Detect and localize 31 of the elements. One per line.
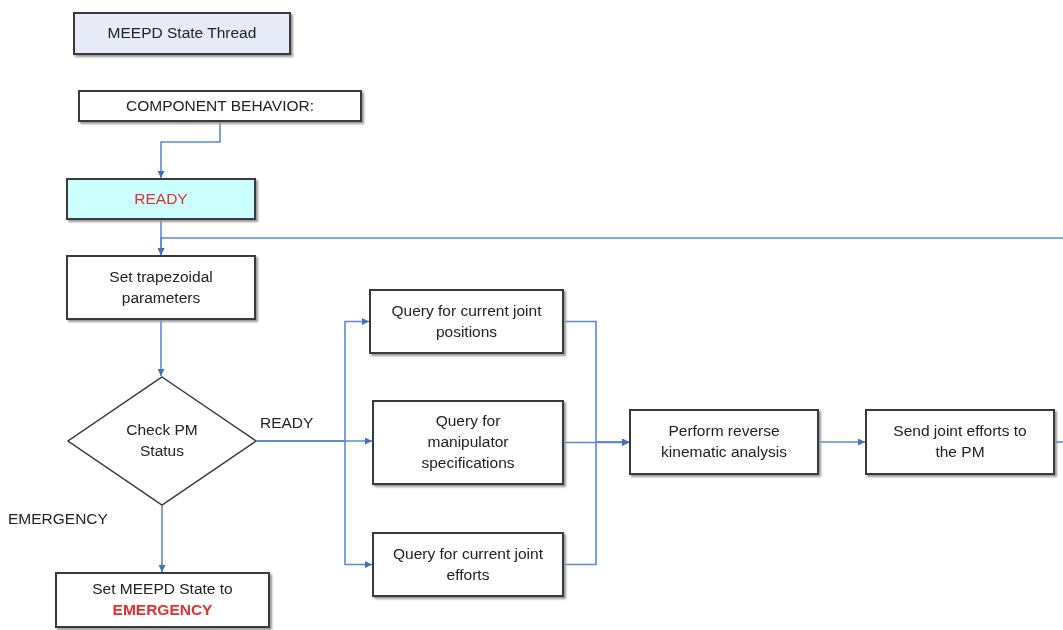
arrow xyxy=(563,438,630,566)
process-box xyxy=(865,409,1055,475)
process-box xyxy=(66,255,256,320)
node-text: Query for current joint positions xyxy=(391,300,542,342)
node-text: Set MEEPD State to xyxy=(92,579,233,600)
node-text: Query for current joint efforts xyxy=(393,543,543,585)
node-text: Query for manipulator specifications xyxy=(420,411,516,473)
title-box xyxy=(73,12,291,55)
process-box xyxy=(55,572,270,628)
process-box xyxy=(78,90,362,122)
process-box xyxy=(372,400,564,485)
arrow xyxy=(818,438,866,446)
arrow xyxy=(157,237,1063,256)
arrow xyxy=(158,505,166,573)
state-name: EMERGENCY xyxy=(112,600,213,620)
state-box xyxy=(66,178,256,220)
node-text: COMPONENT BEHAVIOR: xyxy=(125,95,314,116)
node-text: Send joint efforts to the PM xyxy=(892,421,1028,462)
arrow xyxy=(157,121,221,179)
decision-diamond xyxy=(67,376,257,506)
node-text: Perform reverse kinematic analysis xyxy=(660,421,788,462)
node-text: MEEPD State Thread xyxy=(107,23,257,44)
arrow xyxy=(563,439,630,446)
process-box xyxy=(629,409,819,475)
node-text: READY xyxy=(134,188,188,209)
node-text: Set trapezoidal parameters xyxy=(108,266,214,308)
arrow xyxy=(256,440,373,568)
arrow xyxy=(157,319,165,377)
process-box xyxy=(369,289,564,354)
node-text: Check PM Status xyxy=(125,420,199,461)
process-box xyxy=(372,532,564,597)
